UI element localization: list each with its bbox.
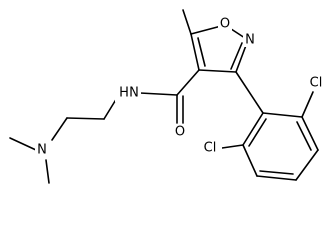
carbonyl-oxygen-label: O	[175, 125, 185, 140]
bond-ar2-ar3	[301, 116, 319, 151]
bond-methyl-c5	[182, 9, 192, 35]
bond-ar1-ar2	[262, 112, 303, 118]
bond-ar3-ar4	[295, 149, 319, 181]
bond-c4-c5	[190, 33, 200, 71]
bond-n-methyl-b	[45, 159, 50, 184]
bond-ar5-ar6	[242, 144, 258, 177]
chlorine-lower-label: Cl	[204, 141, 217, 156]
bond-ch2-ch2	[66, 117, 105, 120]
amine-nitrogen-label: N	[37, 143, 47, 158]
bond-c3-c4	[198, 69, 237, 73]
bond-ar4-ar5	[256, 175, 297, 181]
bond-n2-c3-double	[230, 42, 243, 70]
bond-carbonyl-nh	[139, 92, 178, 96]
amide-h-label: H	[119, 86, 129, 101]
bond-ar2-cl	[301, 91, 314, 118]
bond-ar6-cl	[221, 144, 244, 149]
bond-ar6-ar1-double	[248, 118, 267, 147]
dimethylaminoethyl-chain	[9, 92, 121, 184]
atom-labels: O N H N O N Cl Cl	[35, 16, 328, 158]
carboxamide-group	[139, 69, 200, 124]
isoxazole-ring	[190, 24, 249, 73]
chlorine-upper-label: Cl	[310, 76, 323, 91]
structure-svg: O N H N O N Cl Cl	[9, 9, 328, 184]
molecule-diagram: O N H N O N Cl Cl	[9, 9, 328, 184]
bond-ar2-ar3-double	[296, 121, 312, 151]
bond-ar4-ar5-double	[259, 170, 294, 175]
ring-nitrogen-label: N	[245, 33, 255, 48]
bond-c4-carbonyl	[176, 69, 200, 96]
bond-ar6-ar1	[242, 112, 264, 146]
ring-oxygen-label: O	[220, 17, 230, 32]
bond-ch2-n	[51, 117, 68, 141]
bond-c3-aryl	[235, 71, 264, 114]
amide-nitrogen-label: N	[129, 86, 139, 101]
bond-c4-c5-double	[197, 37, 206, 67]
bond-n-methyl-a	[9, 137, 37, 151]
dichlorophenyl-ring	[221, 71, 319, 181]
